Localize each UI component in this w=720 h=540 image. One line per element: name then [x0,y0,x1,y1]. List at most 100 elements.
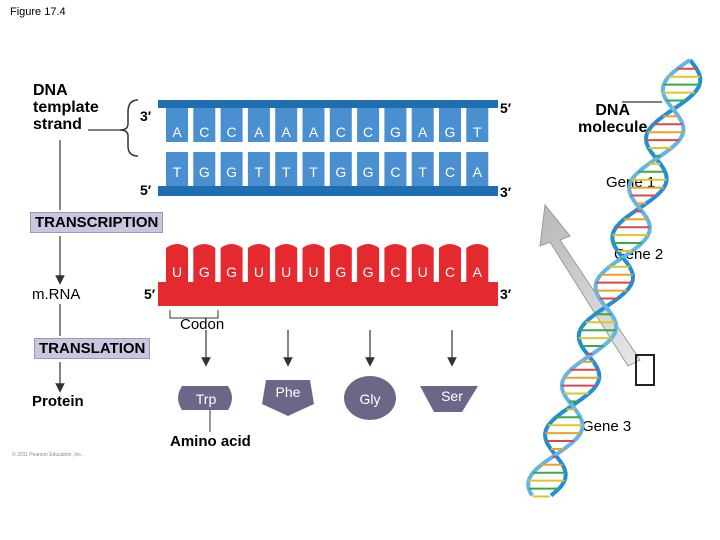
amino-acid-label: Amino acid [170,433,251,450]
dna-bottom-base-block [466,152,489,186]
mrna-base-block [466,244,489,282]
dna-bottom-base-block [411,152,434,186]
mrna-base-block [411,244,434,282]
dna-top-base-block [439,108,461,142]
dna-top-base: A [172,124,182,140]
mrna-base: C [390,264,401,280]
dna-top-base: C [226,124,237,140]
transcription-label: TRANSCRIPTION [30,212,164,233]
dna-top-base-block [220,108,243,142]
bottom-left-end: 5′ [140,182,152,198]
mrna-left-end: 5′ [144,286,156,302]
top-right-end: 5′ [500,100,512,116]
codon-bracket [169,310,219,319]
mrna-base-block [220,244,243,282]
dna-top-base-block [384,108,407,142]
mrna-base-block [275,244,298,282]
mrna-backbone [158,282,498,306]
amino-acid-shape [178,386,232,410]
dna-bottom-base: T [309,164,318,180]
dna-bottom-base: G [198,164,210,180]
mrna-base: A [472,264,482,280]
dna-top-base: C [363,124,374,140]
mrna-base-block [302,244,325,282]
helix-strand-1 [526,58,692,497]
mrna-base: U [308,264,319,280]
dna-molecule-label: DNA molecule [578,102,647,136]
dna-bottom-bases [166,152,489,186]
dna-bottom-backbone [158,186,498,196]
figure-title: Figure 17.4 [10,6,66,18]
gene3-highlight-box [635,354,655,386]
dna-bottom-base-block [302,152,325,186]
dna-top-base: G [389,124,401,140]
translation-label: TRANSLATION [34,338,151,359]
protein-label: Protein [32,393,84,410]
dna-top-base-block [411,108,434,142]
dna-top-base: A [254,124,264,140]
gene3-label: Gene 3 [582,418,632,435]
dna-bottom-base: G [362,164,374,180]
translation-arrows [201,330,457,367]
mrna-base: G [198,264,210,280]
helix-strand-0 [542,58,703,498]
dna-bottom-base: C [390,164,401,180]
dna-top-base-block [166,108,188,142]
mrna-base-block [247,244,270,282]
dna-bottom-base-block [329,152,352,186]
bottom-right-end: 3′ [500,184,512,200]
dna-bottom-base-block [193,152,216,186]
template-strand-line-1: DNA [33,82,68,99]
dna-top-base: T [473,124,482,140]
mrna-base: C [444,264,456,280]
dna-bottom-base-block [220,152,243,186]
amino-acid-shape [344,376,396,420]
mrna-base: G [362,264,374,280]
amino-acid-shape [420,386,478,412]
amino-acid-label-2: Gly [359,391,381,407]
dna-bottom-base: T [172,164,182,180]
dna-top-base-block [357,108,380,142]
mrna-right-end: 3′ [500,286,512,302]
template-strand-line-3: strand [33,116,82,133]
dna-bottom-base-block [275,152,298,186]
dna-top-base-block [466,108,489,142]
dna-top-backbone [158,100,498,108]
amino-acids [178,376,478,420]
dna-molecule-line-1: DNA [595,102,631,119]
dna-top-base-block [329,108,352,142]
mrna-base: U [281,264,292,280]
dna-top-base: C [199,124,210,140]
dna-top-base: G [444,124,456,140]
dna-top-base: A [308,124,319,140]
dna-bottom-base-block [384,152,407,186]
mrna-base: U [417,264,428,280]
mrna-label: m.RNA [32,286,81,303]
mrna-base: G [226,264,238,280]
dna-bottom-base: T [418,164,427,180]
big-gene-arrow [539,203,641,367]
dna-top-base: C [335,124,346,140]
mrna-base-block [329,244,352,282]
dna-top-base: A [418,124,428,140]
dna-bottom-base-block [247,152,270,186]
dna-bottom-base: A [472,164,482,180]
amino-acid-shape [262,380,314,416]
amino-acid-label-3: Ser [441,388,463,404]
dna-bottom-base: G [335,164,347,180]
mrna-base: U [253,264,264,280]
dna-bottom-base-block [357,152,380,186]
mrna-base-block [193,244,216,282]
mrna-base: G [335,264,347,280]
dna-bottom-base: T [281,164,291,180]
dna-bottom-base-block [166,152,188,186]
mrna-base-block [439,244,461,282]
dna-bottom-base: G [226,164,238,180]
dna-top-bases [166,108,489,142]
mrna-base-block [357,244,380,282]
dna-molecule-line-2: molecule [578,119,648,136]
dna-top-base-block [302,108,325,142]
copyright-text: © 2011 Pearson Education, Inc. [12,452,83,458]
amino-acid-label-1: Phe [275,384,301,400]
